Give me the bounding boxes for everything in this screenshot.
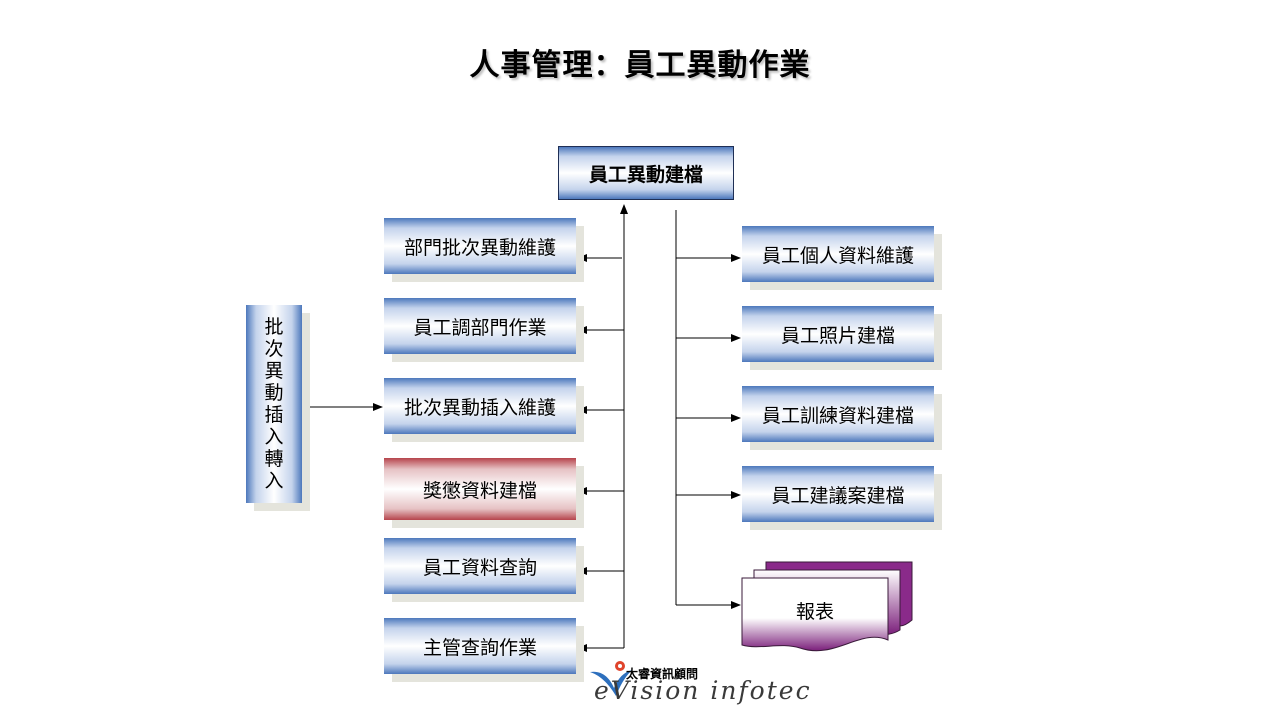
report-label: 報表 bbox=[795, 600, 834, 623]
batch-insert-label: 批次異動插入維護 bbox=[403, 396, 556, 419]
batch-import-label: 批次異動插入轉入 bbox=[264, 316, 284, 492]
reward-punish-box[interactable]: 獎懲資料建檔 bbox=[384, 458, 576, 520]
suggestion-record-label: 員工建議案建檔 bbox=[771, 484, 905, 507]
logo-english-name: eVision infotec bbox=[594, 676, 812, 705]
transfer-dept-box[interactable]: 員工調部門作業 bbox=[384, 298, 576, 354]
reward-punish-label: 獎懲資料建檔 bbox=[422, 479, 537, 502]
personal-data-label: 員工個人資料維護 bbox=[761, 244, 914, 267]
logo-chinese-name: 太睿資訊顧問 bbox=[626, 667, 699, 681]
report-document-stack bbox=[741, 561, 913, 652]
manager-query-label: 主管查詢作業 bbox=[422, 636, 537, 659]
dept-batch-change-box[interactable]: 部門批次異動維護 bbox=[384, 218, 576, 274]
manager-query-box[interactable]: 主管查詢作業 bbox=[384, 618, 576, 674]
report-sheet-front bbox=[741, 577, 889, 652]
employee-change-record-box[interactable]: 員工異動建檔 bbox=[558, 146, 734, 200]
transfer-dept-label: 員工調部門作業 bbox=[413, 316, 547, 339]
training-record-box[interactable]: 員工訓練資料建檔 bbox=[742, 386, 934, 442]
diagram-title: 人事管理：員工異動作業 bbox=[469, 48, 811, 83]
dept-batch-change-label: 部門批次異動維護 bbox=[403, 236, 556, 259]
employee-query-label: 員工資料查詢 bbox=[422, 556, 537, 579]
personal-data-box[interactable]: 員工個人資料維護 bbox=[742, 226, 934, 282]
photo-record-label: 員工照片建檔 bbox=[780, 324, 895, 347]
logo-mark bbox=[590, 661, 632, 696]
photo-record-box[interactable]: 員工照片建檔 bbox=[742, 306, 934, 362]
report-box[interactable]: 報表 bbox=[742, 578, 888, 642]
employee-change-record-label: 員工異動建檔 bbox=[588, 163, 703, 186]
suggestion-record-box[interactable]: 員工建議案建檔 bbox=[742, 466, 934, 522]
training-record-label: 員工訓練資料建檔 bbox=[761, 404, 914, 427]
batch-insert-box[interactable]: 批次異動插入維護 bbox=[384, 378, 576, 434]
employee-query-box[interactable]: 員工資料查詢 bbox=[384, 538, 576, 594]
batch-import-box[interactable]: 批次異動插入轉入 bbox=[246, 305, 302, 503]
